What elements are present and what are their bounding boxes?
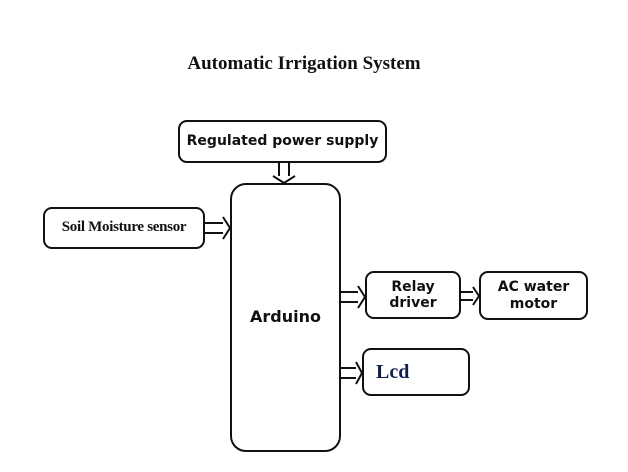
arrow-relay-to-motor [461, 286, 481, 306]
lcd-label: Lcd [376, 360, 410, 383]
ac-water-motor-block: AC water motor [479, 271, 588, 320]
ac-water-motor-label-line1: AC water [497, 279, 570, 296]
arduino-label: Arduino [250, 307, 321, 327]
soil-moisture-sensor-block: Soil Moisture sensor [43, 207, 205, 249]
relay-driver-block: Relay driver [365, 271, 461, 319]
arrow-power-to-arduino [272, 163, 296, 185]
ac-water-motor-label-line2: motor [509, 295, 558, 312]
power-supply-label: Regulated power supply [186, 133, 379, 150]
power-supply-block: Regulated power supply [178, 120, 387, 163]
arrow-arduino-to-relay [341, 285, 367, 309]
arduino-block: Arduino [230, 183, 341, 452]
relay-driver-label-line1: Relay [391, 278, 435, 295]
relay-driver-label-line2: driver [389, 295, 437, 311]
arrow-sensor-to-arduino [205, 216, 232, 240]
diagram-title: Automatic Irrigation System [187, 53, 421, 74]
soil-moisture-sensor-label: Soil Moisture sensor [61, 219, 187, 236]
lcd-block: Lcd [362, 348, 470, 396]
arrow-arduino-to-lcd [341, 361, 364, 385]
